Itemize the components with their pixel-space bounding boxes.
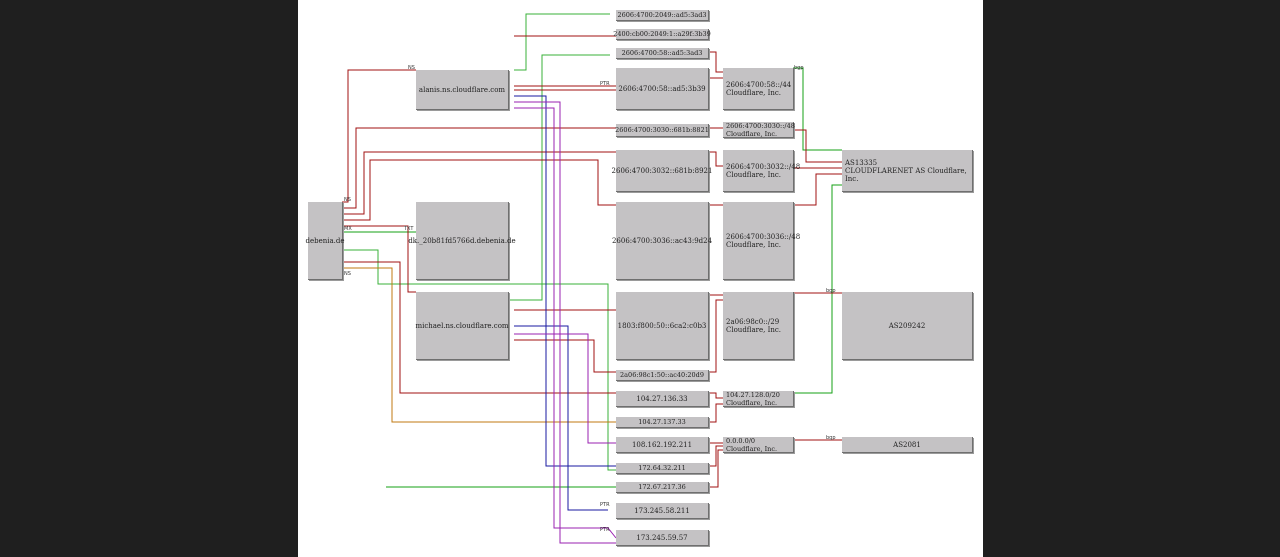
- node-asn[interactable]: AS209242: [842, 292, 973, 360]
- node-ip[interactable]: 172.67.217.36: [616, 482, 709, 493]
- edge-label-ns: NS: [344, 197, 351, 203]
- edge: [508, 54, 610, 301]
- edge-label-bgp: bgp: [826, 288, 836, 294]
- node-ip[interactable]: 173.245.58.211: [616, 503, 709, 519]
- edge-label-ns: NS: [408, 65, 415, 71]
- edge: [708, 51, 723, 73]
- node-dk[interactable]: dk._20b81fd5766d.debenia.de: [408, 202, 516, 280]
- node-ip[interactable]: 2606:4700:3032::681b:8921: [612, 150, 712, 192]
- edge: [342, 127, 616, 209]
- edge: [708, 403, 723, 423]
- edge: [514, 101, 616, 544]
- node-ip[interactable]: 2606:4700:3030::681b:8821: [615, 124, 709, 137]
- edges-layer: [342, 13, 842, 544]
- edge: [793, 173, 842, 206]
- node-ip[interactable]: 108.162.192.211: [616, 437, 709, 453]
- edge: [514, 95, 616, 467]
- node-ip[interactable]: 1803:f800:50::6ca2:c0b3: [616, 292, 709, 360]
- edge: [342, 159, 616, 221]
- edge-label-bgp: bgp: [826, 435, 836, 441]
- node-prefix[interactable]: 104.27.128.0/20 Cloudflare, Inc.: [723, 391, 794, 407]
- node-ns-michael[interactable]: michael.ns.cloudflare.com: [415, 292, 509, 360]
- edge: [514, 107, 617, 539]
- edge: [342, 267, 616, 423]
- diagram-canvas: NS NS NS TXT MX PTR PTR PTR bgp bgp bgp …: [298, 0, 983, 557]
- edge: [342, 151, 616, 215]
- edge-label-ptr: PTR: [600, 502, 610, 508]
- node-ip[interactable]: 104.27.136.33: [616, 391, 709, 407]
- edge: [793, 67, 842, 151]
- edge: [342, 261, 616, 394]
- edge: [342, 225, 416, 293]
- node-ip[interactable]: 172.64.32.211: [616, 463, 709, 474]
- edge: [793, 184, 842, 394]
- node-ip[interactable]: 2606:4700:2049::ad5:3ad3: [616, 10, 709, 21]
- node-ip[interactable]: 2606:4700:3036::ac43:9d24: [612, 202, 712, 280]
- edge: [708, 449, 723, 488]
- node-ip[interactable]: 173.245.59.57: [616, 530, 709, 546]
- node-prefix[interactable]: 2606:4700:3036::/48 Cloudflare, Inc.: [723, 202, 800, 280]
- edge: [514, 339, 616, 373]
- edge-label-txt: TXT: [404, 226, 414, 232]
- edge: [708, 151, 723, 167]
- edge-label-ns: NS: [344, 271, 351, 277]
- edge: [708, 299, 723, 373]
- edge-label-mx: MX: [344, 226, 352, 232]
- node-prefix[interactable]: 2606:4700:3030::/48 Cloudflare, Inc.: [723, 122, 795, 138]
- edge: [708, 445, 723, 467]
- node-ip[interactable]: 2606:4700:58::ad5:3ad3: [616, 48, 709, 59]
- node-asn[interactable]: AS13335 CLOUDFLARENET AS Cloudflare, Inc…: [842, 150, 973, 192]
- edge: [514, 325, 608, 511]
- edge: [514, 13, 610, 71]
- edge: [514, 333, 616, 444]
- node-prefix[interactable]: 2a06:98c0::/29 Cloudflare, Inc.: [723, 292, 794, 360]
- edge: [793, 129, 842, 163]
- node-ip[interactable]: 2606:4700:58::ad5:3b39: [616, 68, 709, 110]
- node-ip[interactable]: 104.27.137.33: [616, 417, 709, 428]
- node-ip[interactable]: 2400:cb00:2049:1::a29f:3b39: [613, 29, 711, 40]
- node-asn[interactable]: AS2081: [842, 437, 973, 453]
- edge: [708, 392, 723, 399]
- node-prefix[interactable]: 2606:4700:58::/44 Cloudflare, Inc.: [723, 68, 794, 110]
- edge-label-bgp: bgp: [794, 65, 804, 71]
- edge: [342, 69, 416, 203]
- edge-label-ptr: PTR: [600, 527, 610, 533]
- node-prefix[interactable]: 0.0.0.0/0 Cloudflare, Inc.: [723, 437, 794, 453]
- edge: [342, 249, 616, 471]
- node-ns-alanis[interactable]: alanis.ns.cloudflare.com: [416, 70, 509, 110]
- edge-label-ptr: PTR: [600, 81, 610, 87]
- node-prefix[interactable]: 2606:4700:3032::/48 Cloudflare, Inc.: [723, 150, 800, 192]
- node-ip[interactable]: 2a06:98c1:50::ac40:20d9: [616, 370, 709, 381]
- node-root-domain[interactable]: debenia.de: [305, 202, 345, 280]
